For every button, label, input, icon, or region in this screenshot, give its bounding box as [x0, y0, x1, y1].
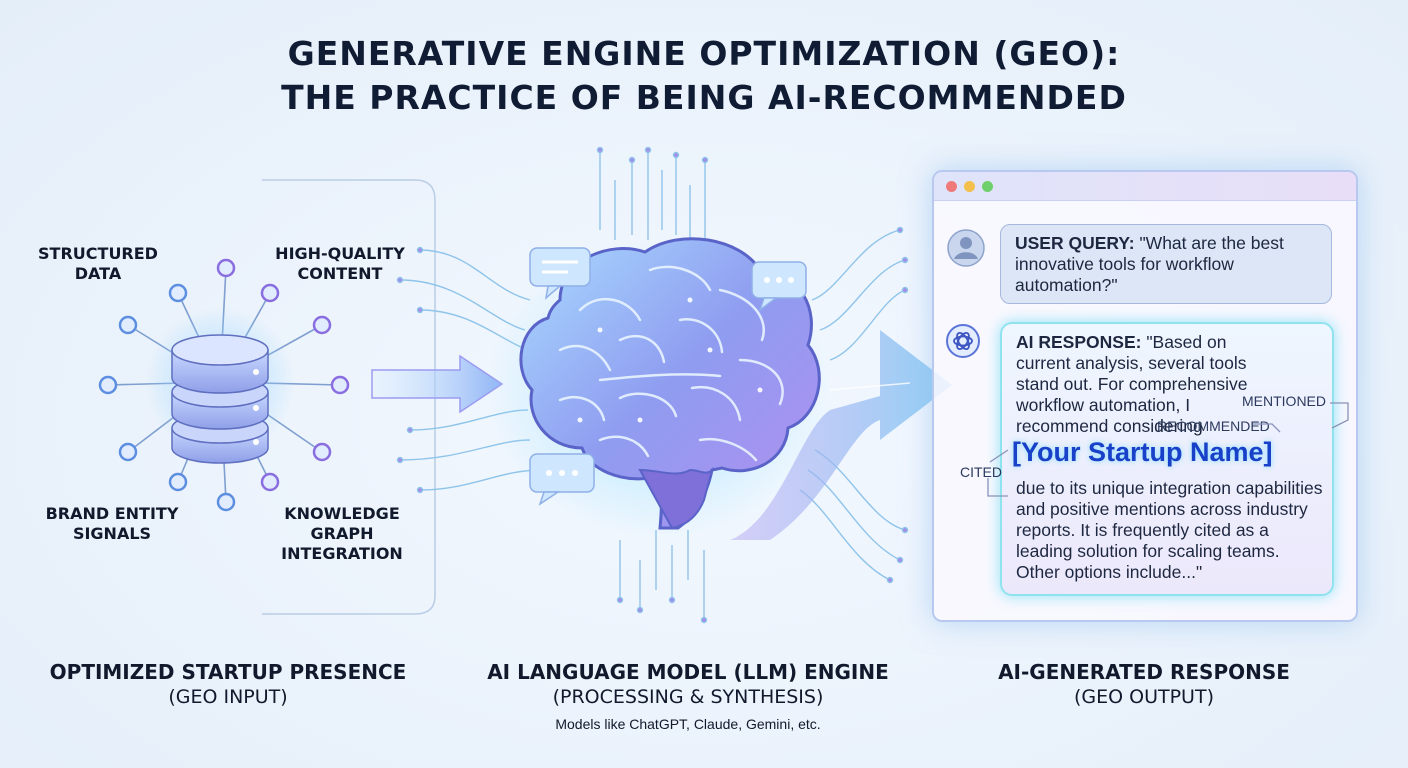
- network-node: [168, 283, 188, 303]
- network-node: [118, 442, 138, 462]
- circuit-node: [901, 256, 909, 264]
- caption-output: AI-GENERATED RESPONSE (GEO OUTPUT): [934, 660, 1354, 708]
- ai-response-label: AI RESPONSE:: [1016, 332, 1142, 352]
- caption-engine: AI LANGUAGE MODEL (LLM) ENGINE (PROCESSI…: [478, 660, 898, 732]
- database-icon: [171, 334, 269, 464]
- network-node: [312, 442, 332, 462]
- user-query-text: "What are the best innovative tools for …: [1015, 233, 1284, 295]
- ai-response-text-after: due to its unique integration capabiliti…: [1016, 478, 1323, 582]
- caption-output-title: AI-GENERATED RESPONSE: [998, 660, 1290, 684]
- circuit-node: [406, 426, 414, 434]
- circuit-node: [896, 556, 904, 564]
- caption-engine-sub: (PROCESSING & SYNTHESIS): [552, 686, 824, 708]
- window-minimize-button[interactable]: [964, 181, 975, 192]
- window-titlebar: [934, 172, 1356, 201]
- network-node: [216, 492, 236, 512]
- circuit-node: [896, 226, 904, 234]
- network-node: [168, 472, 188, 492]
- network-node: [216, 258, 236, 278]
- circuit-node: [616, 596, 624, 604]
- arrow-right-icon: [730, 330, 952, 540]
- circuit-node: [628, 156, 636, 164]
- arrow-right-icon: [371, 354, 504, 414]
- circuit-node: [700, 616, 708, 624]
- user-avatar-icon: [947, 229, 985, 267]
- brain-icon: [519, 237, 821, 530]
- circuit-node: [396, 456, 404, 464]
- user-query-bubble: USER QUERY: "What are the best innovativ…: [1000, 224, 1332, 304]
- network-node: [98, 375, 118, 395]
- ai-logo-icon: [946, 324, 980, 358]
- label-high-quality-content: HIGH-QUALITY CONTENT: [275, 244, 405, 283]
- circuit-node: [901, 286, 909, 294]
- network-node: [312, 315, 332, 335]
- network-node: [330, 375, 350, 395]
- window-close-button[interactable]: [946, 181, 957, 192]
- circuit-node: [636, 606, 644, 614]
- page-title-line-1: GENERATIVE ENGINE OPTIMIZATION (GEO):: [287, 34, 1121, 73]
- page-title-line-2: THE PRACTICE OF BEING AI-RECOMMENDED: [281, 78, 1127, 117]
- circuit-node: [644, 146, 652, 154]
- circuit-node: [416, 246, 424, 254]
- circuit-node: [396, 276, 404, 284]
- circuit-node: [701, 156, 709, 164]
- network-node: [260, 472, 280, 492]
- circuit-node: [668, 596, 676, 604]
- caption-engine-title: AI LANGUAGE MODEL (LLM) ENGINE: [487, 660, 889, 684]
- chat-bubble-icon: [751, 261, 807, 313]
- label-knowledge-graph-integration: KNOWLEDGE GRAPH INTEGRATION: [281, 504, 403, 563]
- startup-name-highlight: [Your Startup Name]: [1012, 437, 1273, 467]
- label-structured-data: STRUCTURED DATA: [38, 244, 158, 283]
- label-brand-entity-signals: BRAND ENTITY SIGNALS: [45, 504, 179, 543]
- circuit-node: [886, 576, 894, 584]
- circuit-trace: [419, 249, 531, 301]
- ai-response-text-before: "Based on current analysis, several tool…: [1016, 332, 1248, 436]
- circuit-trace: [829, 289, 906, 361]
- circuit-node: [416, 486, 424, 494]
- circuit-node: [901, 526, 909, 534]
- caption-output-sub: (GEO OUTPUT): [1074, 686, 1214, 708]
- circuit-node: [596, 146, 604, 154]
- ai-response-bubble: AI RESPONSE: "Based on current analysis,…: [1000, 322, 1334, 596]
- chat-window: USER QUERY: "What are the best innovativ…: [932, 170, 1358, 622]
- circuit-trace: [811, 229, 901, 301]
- window-maximize-button[interactable]: [982, 181, 993, 192]
- network-node: [118, 315, 138, 335]
- caption-input-title: OPTIMIZED STARTUP PRESENCE: [49, 660, 407, 684]
- user-query-label: USER QUERY:: [1015, 233, 1135, 253]
- circuit-node: [672, 151, 680, 159]
- chat-bubble-icon: [529, 453, 595, 506]
- data-network-nodes: [98, 258, 350, 512]
- caption-input: OPTIMIZED STARTUP PRESENCE (GEO INPUT): [18, 660, 438, 708]
- circuit-node: [416, 306, 424, 314]
- caption-engine-note: Models like ChatGPT, Claude, Gemini, etc…: [555, 716, 821, 732]
- circuit-trace: [799, 489, 891, 581]
- tag-mentioned: MENTIONED: [1242, 393, 1326, 409]
- caption-input-sub: (GEO INPUT): [168, 686, 288, 708]
- chat-bubble-icon: [529, 247, 591, 300]
- circuit-trace: [819, 259, 906, 331]
- tag-recommended: RECOMMENDED: [1157, 418, 1270, 434]
- tag-cited: CITED: [960, 464, 1002, 480]
- network-node: [260, 283, 280, 303]
